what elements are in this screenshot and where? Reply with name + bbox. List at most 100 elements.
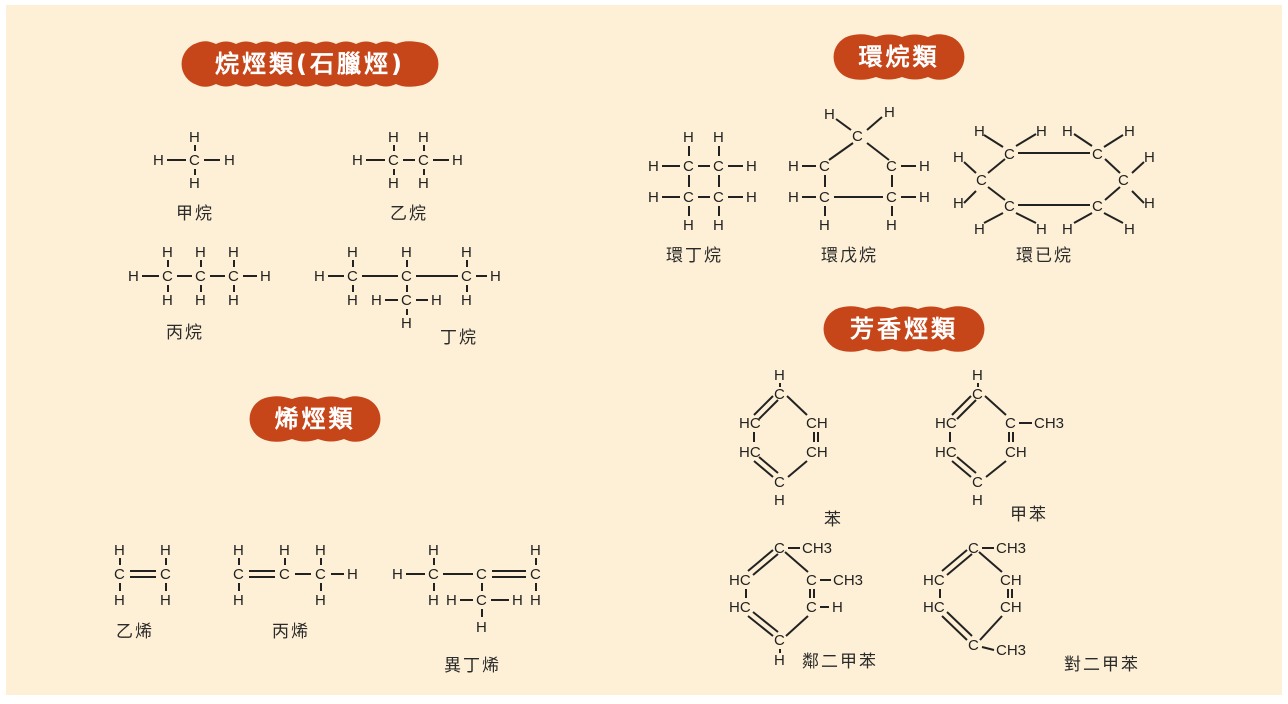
svg-text:C: C [160,566,171,583]
svg-text:C: C [713,158,724,175]
badge-cycloalkanes: 環烷類 [826,34,972,80]
svg-text:H: H [972,367,983,384]
o-xylene-structure: C CH3 HC C CH3 HC C H C H 鄰二甲苯 [729,540,878,672]
svg-text:C: C [1118,172,1129,189]
svg-text:CH3: CH3 [802,540,832,557]
svg-text:H: H [461,244,472,261]
cyclohexane-structure: H H H H C C H H C C H H C C H H H H [953,123,1155,266]
svg-text:H: H [713,129,724,146]
label-butane: 丁烷 [440,328,478,348]
structural-formulas: H H C H H 甲烷 H H H C C H H H [114,104,1155,676]
svg-text:C: C [233,566,244,583]
svg-text:H: H [1144,195,1155,212]
svg-text:C: C [886,158,897,175]
svg-text:H: H [461,292,472,309]
svg-text:C: C [401,292,412,309]
svg-text:H: H [974,221,985,238]
svg-text:H: H [953,195,964,212]
svg-text:H: H [279,542,290,559]
svg-text:C: C [683,158,694,175]
svg-text:C: C [1092,198,1103,215]
svg-text:H: H [162,244,173,261]
svg-text:CH3: CH3 [833,572,863,589]
svg-text:C: C [228,268,239,285]
svg-text:H: H [401,315,412,332]
svg-text:H: H [1124,123,1135,140]
section-title-alkanes: 烷烴類(石臘烴) [215,50,405,78]
svg-text:H: H [1144,149,1155,166]
svg-text:C: C [1005,415,1016,432]
svg-text:H: H [683,217,694,234]
svg-text:C: C [162,268,173,285]
label-o-xylene: 鄰二甲苯 [802,652,878,672]
cyclobutane-structure: H H H C C H H C C H H H 環丁烷 [648,129,757,266]
svg-text:C: C [279,566,290,583]
svg-text:H: H [530,542,541,559]
svg-text:HC: HC [935,444,957,461]
svg-text:H: H [512,592,523,609]
svg-text:CH: CH [1000,599,1022,616]
butane-structure: H H H H C C C H H H C H H H [314,244,501,348]
svg-text:C: C [461,268,472,285]
svg-text:C: C [1092,146,1103,163]
section-title-cycloalkanes: 環烷類 [858,43,940,71]
svg-text:HC: HC [923,572,945,589]
svg-text:CH3: CH3 [996,540,1026,557]
svg-text:C: C [114,566,125,583]
svg-text:H: H [162,292,173,309]
label-isobutylene: 異丁烯 [444,656,501,676]
svg-text:H: H [476,619,487,636]
svg-text:H: H [1124,221,1135,238]
svg-text:H: H [189,129,200,146]
label-propylene: 丙烯 [272,622,310,642]
svg-text:H: H [418,175,429,192]
svg-text:C: C [315,566,326,583]
isobutylene-structure: H H H C C C H H C H H H 異丁烯 [392,542,541,676]
svg-text:C: C [774,474,785,491]
svg-text:H: H [774,652,785,669]
svg-text:C: C [806,572,817,589]
svg-text:H: H [233,542,244,559]
svg-text:H: H [315,542,326,559]
svg-text:H: H [972,492,983,509]
svg-text:H: H [1062,221,1073,238]
svg-text:CH: CH [806,444,828,461]
svg-text:H: H [713,217,724,234]
svg-text:H: H [401,244,412,261]
svg-text:H: H [648,158,659,175]
svg-text:C: C [195,268,206,285]
svg-text:HC: HC [729,572,751,589]
svg-text:H: H [974,123,985,140]
svg-text:C: C [774,632,785,649]
svg-text:C: C [968,540,979,557]
section-title-alkenes: 烯烴類 [274,405,356,433]
label-cyclobutane: 環丁烷 [666,246,723,266]
methane-structure: H H C H H 甲烷 [153,129,235,224]
svg-text:C: C [1004,146,1015,163]
svg-text:H: H [195,244,206,261]
svg-text:H: H [228,244,239,261]
svg-text:H: H [233,592,244,609]
svg-text:C: C [976,172,987,189]
svg-text:CH: CH [806,415,828,432]
toluene-structure: H C HC C CH3 HC CH C H 甲苯 [935,367,1064,525]
svg-text:C: C [819,158,830,175]
svg-text:H: H [1062,123,1073,140]
svg-text:H: H [746,189,757,206]
svg-text:H: H [260,268,271,285]
svg-text:H: H [530,592,541,609]
svg-text:H: H [352,152,363,169]
svg-text:C: C [428,566,439,583]
svg-text:C: C [1004,198,1015,215]
svg-text:H: H [824,106,835,123]
svg-text:C: C [968,637,979,654]
section-title-aromatics: 芳香烴類 [850,315,958,343]
svg-text:C: C [683,189,694,206]
svg-text:H: H [919,158,930,175]
svg-text:C: C [774,386,785,403]
svg-text:H: H [788,189,799,206]
svg-text:H: H [774,367,785,384]
svg-text:C: C [476,566,487,583]
svg-text:H: H [683,129,694,146]
svg-text:H: H [388,175,399,192]
